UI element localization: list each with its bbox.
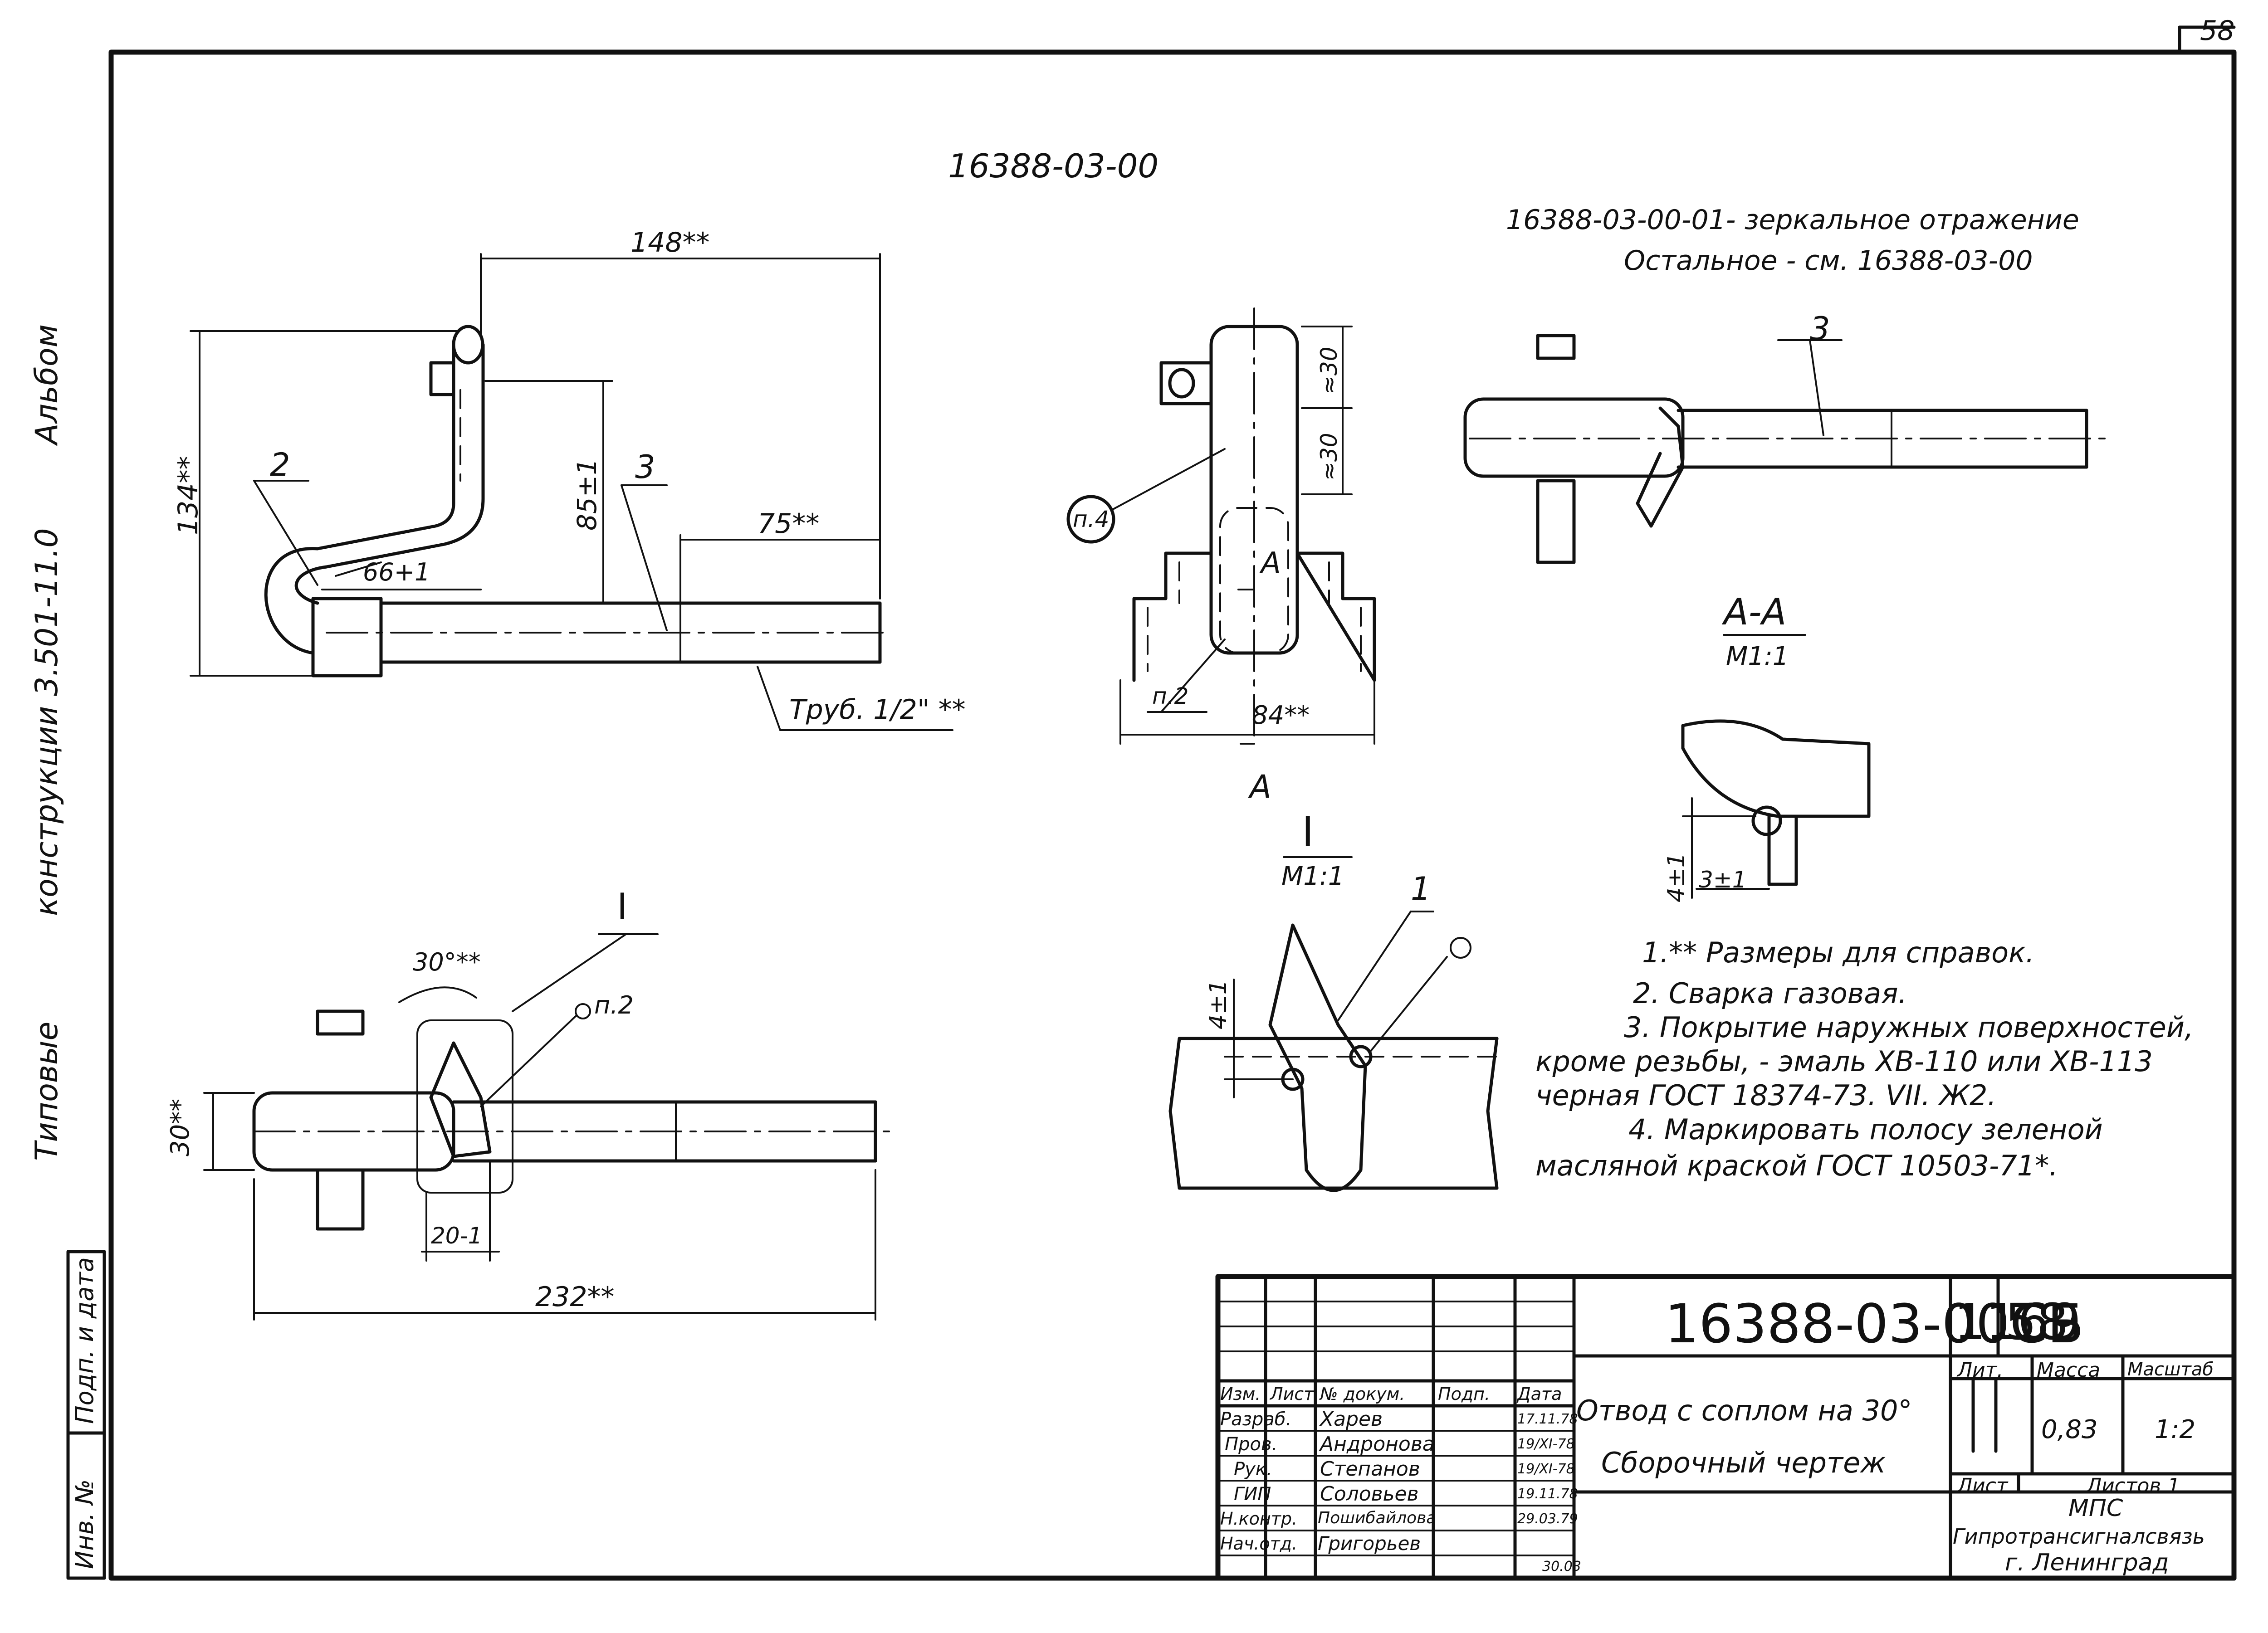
col-header-sheet: Лист (1270, 1384, 1314, 1404)
title-name-1: Отвод с соплом на 30° (1576, 1394, 1912, 1427)
section-mark-bottom: А (1250, 768, 1271, 805)
top-label-3: 3 (1810, 310, 1830, 347)
detail-I-label-1: 1 (1411, 870, 1431, 907)
row-name-0: Харев (1320, 1408, 1383, 1431)
side-label-p2: п.2 (1152, 683, 1189, 709)
detail-I (1168, 856, 1499, 1192)
note-4a: 4. Маркировать полосу зеленой (1628, 1113, 2103, 1146)
scale-value: 1:2 (2155, 1415, 2196, 1444)
title-designation: 16388-03-00СБ (1665, 1292, 2084, 1355)
plan-label-p2: п.2 (594, 991, 634, 1019)
org-line-2: Гипротрансигналсвязь (1953, 1524, 2205, 1549)
dim-148: 148** (631, 227, 710, 258)
note-1: 1.** Размеры для справок. (1642, 936, 2035, 969)
dim-66: 66+1 (363, 558, 430, 586)
row-date-4: 29.03.79 (1517, 1511, 1578, 1527)
title-block-grid (1215, 1274, 2237, 1581)
row-role-1: Пров. (1225, 1434, 1278, 1455)
col-header-date: Дата (1517, 1384, 1562, 1404)
dim-84: 84** (1252, 701, 1310, 730)
note-3c: черная ГОСТ 18374-73. VII. Ж2. (1535, 1079, 1997, 1112)
row-role-4: Н.контр. (1220, 1509, 1298, 1529)
row-role-3: ГИП (1234, 1484, 1271, 1505)
note-2: 2. Сварка газовая. (1633, 977, 1907, 1010)
org-line-3: г. Ленинград (2005, 1549, 2169, 1576)
row-name-1: Андронова (1320, 1433, 1435, 1456)
front-label-3: 3 (635, 448, 655, 486)
stamp-inventory: Инв. № (70, 1479, 99, 1569)
title-name-2: Сборочный чертеж (1601, 1446, 1886, 1479)
row-date-2: 19/XI-78 (1517, 1461, 1575, 1477)
sheets-label: Листов 1 (2087, 1474, 2180, 1497)
drawing-code-top: 16388-03-00 (948, 147, 1159, 185)
stamp-signature-date: Подп. и дата (70, 1257, 99, 1424)
row-date-0: 17.11.78 (1517, 1411, 1578, 1427)
org-line-1: МПС (2068, 1495, 2123, 1522)
sheet-label: Лист (1957, 1474, 2008, 1497)
dim-75: 75** (758, 508, 820, 540)
row-name-4: Пошибайлова (1318, 1509, 1437, 1527)
side-view (1066, 307, 1376, 745)
dim-approx-30-top: ≈30 (1316, 346, 1342, 395)
detail-I-dim-4: 4±1 (1205, 980, 1232, 1029)
scale-label: Масштаб (2127, 1359, 2214, 1380)
detail-I-title: I (1302, 808, 1314, 856)
row-role-0: Разраб. (1220, 1409, 1292, 1430)
row-role-2: Рук. (1234, 1459, 1272, 1480)
dim-134: 134** (172, 456, 204, 535)
section-AA-scale: М1:1 (1726, 642, 1789, 671)
col-header-change: Изм. (1220, 1384, 1261, 1404)
col-header-doc: № докум. (1320, 1384, 1405, 1404)
rest-note: Остальное - см. 16388-03-00 (1624, 245, 2033, 277)
row-date-5: 30.03 (1542, 1559, 1581, 1575)
dim-85: 85±1 (572, 458, 602, 531)
note-4b: масляной краской ГОСТ 10503-71*. (1535, 1149, 2058, 1182)
mirror-note: 16388-03-00-01- зеркальное отражение (1506, 204, 2079, 236)
side-label-p4: п.4 (1073, 506, 1110, 532)
front-label-2: 2 (270, 446, 290, 483)
note-3b: кроме резьбы, - эмаль ХВ-110 или ХВ-113 (1535, 1045, 2153, 1078)
title-sheet-no: 58 (2005, 1293, 2068, 1351)
pipe-note: Труб. 1/2" ** (789, 694, 966, 726)
row-role-5: Нач.отд. (1220, 1534, 1298, 1554)
left-stamp (66, 1250, 106, 1580)
lit-label: Лит. (1957, 1359, 2004, 1382)
section-AA-dim-3: 3±1 (1699, 867, 1747, 893)
plan-label-I: I (617, 886, 628, 928)
mass-value: 0,83 (2041, 1415, 2098, 1444)
row-date-1: 19/XI-78 (1517, 1436, 1575, 1452)
row-name-3: Соловьев (1320, 1482, 1419, 1506)
dim-approx-30-bottom: ≈30 (1316, 433, 1342, 481)
section-AA-dim-4: 4±1 (1663, 853, 1690, 902)
side-text-album: Альбом (29, 324, 65, 444)
section-mark-top: А (1261, 546, 1281, 580)
row-name-5: Григорьев (1318, 1532, 1421, 1555)
top-view (1463, 334, 2106, 564)
note-3a: 3. Покрытие наружных поверхностей, (1624, 1011, 2194, 1044)
detail-I-scale: М1:1 (1281, 862, 1344, 891)
title-sheet-code: 1169 (1954, 1293, 2081, 1351)
sheet-frame (108, 25, 2237, 1581)
row-date-3: 19.11.78 (1517, 1486, 1578, 1502)
col-header-sign: Подп. (1438, 1384, 1491, 1404)
section-AA (1681, 634, 1871, 899)
mass-label: Масса (2037, 1359, 2101, 1382)
section-AA-title: А-А (1724, 591, 1787, 633)
front-view (190, 253, 953, 731)
dim-30-deg: 30°** (413, 948, 481, 976)
row-name-2: Степанов (1320, 1458, 1420, 1481)
dim-232: 232** (535, 1281, 615, 1313)
dim-30: 30** (166, 1098, 195, 1156)
side-text-typical: Типовые (29, 1021, 65, 1161)
side-text-structures: конструкции 3.501-11.0 (29, 528, 65, 916)
plan-view (203, 933, 890, 1321)
dim-20: 20-1 (431, 1223, 483, 1249)
page-number: 58 (2200, 15, 2235, 47)
